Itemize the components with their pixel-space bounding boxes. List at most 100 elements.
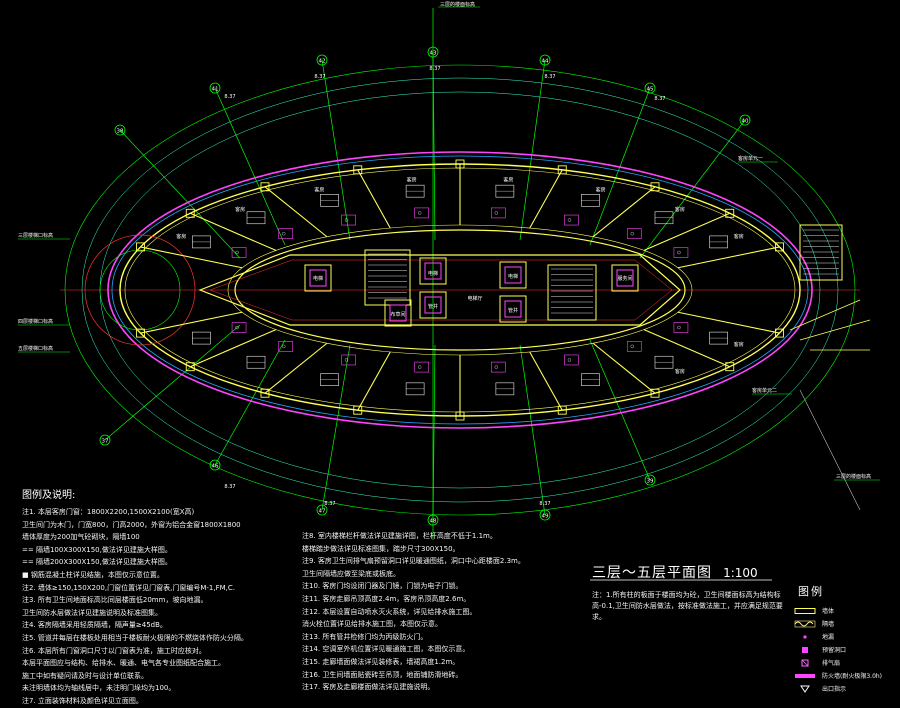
room-label: 客房 <box>734 341 744 348</box>
room-partition <box>592 342 656 394</box>
notes-left-line: ■ 钢筋混凝土柱详见结施，本图仅示意位置。 <box>22 570 164 579</box>
structural-column <box>725 362 735 372</box>
structural-column <box>455 159 465 169</box>
axis-label: 39 <box>647 479 654 485</box>
square-symbol-icon <box>802 647 808 653</box>
notes-left-line: 注5. 管道井每层在楼板处用相当于楼板耐火极限的不燃烧体作防火分隔。 <box>22 633 248 642</box>
bathroom <box>673 322 689 333</box>
structural-column <box>185 362 195 372</box>
toilet <box>494 211 499 215</box>
toilet <box>235 325 239 330</box>
bathroom <box>626 341 642 352</box>
elevator-car <box>389 304 407 322</box>
axis-line <box>639 119 746 259</box>
dimension-text: 8.37 <box>429 66 440 72</box>
bathroom <box>673 247 689 258</box>
stair-core-left <box>364 249 411 306</box>
elevator-shaft <box>499 295 527 323</box>
axis-label: 37 <box>102 439 109 445</box>
toilet <box>494 365 499 369</box>
notes-left-line: 墙体厚度为200加气砼砌块，隔墙100 <box>22 533 140 542</box>
toilet <box>235 250 239 255</box>
room-partition <box>140 311 243 334</box>
legend-item-label: 排气扇 <box>822 660 841 667</box>
notes-left-line: 施工中如有疑问请及时与设计单位联系。 <box>22 671 148 680</box>
notes-mid-line: 卫生间隔墙应做至梁底或板底。 <box>302 569 400 578</box>
axis-label: 42 <box>319 59 326 65</box>
elevator-shaft <box>419 257 447 285</box>
notes-left-line: 卫生间防水层做法详见建施说明及标准图集。 <box>22 608 162 617</box>
axis-line <box>321 344 351 511</box>
notes-left-line: 注4. 客房隔墙采用轻质隔墙，隔声量≥45dB。 <box>22 621 167 630</box>
notes-mid-line: 注12. 本层设置自动喷水灭火系统，详见给排水施工图。 <box>302 607 477 616</box>
room-label: 客房 <box>734 233 744 240</box>
dimension-text: 8.37 <box>224 484 235 490</box>
toilet <box>567 218 572 222</box>
structural-column <box>557 405 567 415</box>
structural-column <box>650 182 660 192</box>
dimension-text: 8.37 <box>654 96 665 102</box>
room-partition <box>140 246 243 269</box>
core-label: 服务间 <box>617 275 632 282</box>
notes-left-line: == 隔墙200X300X150,做法详见建施大样图。 <box>22 558 172 567</box>
elevator-shaft <box>384 299 412 327</box>
legend-item-label: 隔墙 <box>822 621 835 628</box>
toilet <box>282 231 286 236</box>
top-elevation-label: 三层的楼面标高 <box>440 1 475 8</box>
notes-left-line: 卫生间门为木门，门宽800，门高2000，外窗为铝合金窗1800X1800 <box>22 520 241 529</box>
left-level-label: 三层楼梯口标高 <box>18 232 53 239</box>
axis-label: 47 <box>319 509 326 515</box>
toilet <box>282 344 286 349</box>
dimension-text: 8.37 <box>314 74 325 80</box>
dimension-text: 8.37 <box>224 94 235 100</box>
drawing-title-block: 三层～五层平面图 1:100 <box>592 562 758 582</box>
legend-item: 墙体 <box>790 605 900 617</box>
left-level-label: 五层楼梯口标高 <box>18 345 53 352</box>
toilet <box>677 250 681 255</box>
legend-item-label: 墙体 <box>822 608 835 615</box>
legend-item: 预留洞口 <box>790 644 900 656</box>
notes-mid-line: 注15. 走廊墙面做法详见装修表，墙裙高度1.2m。 <box>302 657 460 666</box>
dimension-text: 8.37 <box>544 74 555 80</box>
bathroom <box>231 247 247 258</box>
notes-left-line: 注2. 墙体≥150,150X200,门窗位置详见门窗表,门窗编号M-1,FM,… <box>22 583 235 592</box>
room-label: 客房 <box>675 368 685 375</box>
bathroom <box>564 354 579 366</box>
dimension-text: 8.37 <box>539 501 550 507</box>
room-partition <box>357 351 391 411</box>
toilet <box>567 358 572 362</box>
structural-column <box>557 165 567 175</box>
room-label: 客房 <box>235 206 245 213</box>
notes-mid-line: 注11. 客房走廊吊顶高度2.4m，客房吊顶高度2.6m。 <box>302 594 471 603</box>
exit-stair <box>799 224 843 281</box>
fan-symbol-icon <box>801 659 809 667</box>
legend-title: 图例 <box>798 585 824 598</box>
left-level-label: 四层楼梯口标高 <box>18 318 53 325</box>
axis-label: 41 <box>212 87 219 93</box>
bathroom <box>491 361 506 373</box>
axis-label: 44 <box>542 59 549 65</box>
structural-column <box>260 388 270 398</box>
core-label: 电梯厅 <box>467 295 482 302</box>
notes-mid-line: 注17. 客房及走廊楼面做法详见建施说明。 <box>302 683 435 692</box>
legend-item: 地漏 <box>790 631 900 643</box>
structural-column <box>353 165 363 175</box>
double-symbol-icon <box>794 608 816 614</box>
notes-mid-line: 注16. 卫生间墙面贴瓷砖至吊顶，地面铺防滑地砖。 <box>302 670 463 679</box>
notes-middle: 注8. 室内楼梯栏杆做法详见建施详图，栏杆高度不低于1.1m。 楼梯踏步做法详见… <box>302 530 570 698</box>
lobby-curve-inner <box>99 249 181 331</box>
lobby-curve <box>84 234 196 346</box>
notes-left-line: 本层平面图应与结构、给排水、暖通、电气各专业图纸配合施工。 <box>22 659 225 668</box>
structural-column <box>455 411 465 421</box>
elevator-car <box>616 269 634 287</box>
toilet <box>630 344 634 349</box>
drawing-title-note: 注：1.所有柱的板面于楼面均为砼，卫生间楼面标高为结构标高-0.1,卫生间防水层… <box>592 591 783 621</box>
notes-left-line: 注3. 所有卫生间地面标高比同层楼面低20mm，坡向地漏。 <box>22 596 208 605</box>
axis-label: 49 <box>542 514 549 520</box>
structural-column <box>650 388 660 398</box>
plan-labels: 三层的楼面标高三层的楼面标高三层楼梯口标高四层楼梯口标高五层楼梯口标高客房单元一… <box>18 1 880 581</box>
toilet <box>344 218 349 222</box>
elevator-car <box>424 262 442 280</box>
toilet <box>417 365 422 369</box>
